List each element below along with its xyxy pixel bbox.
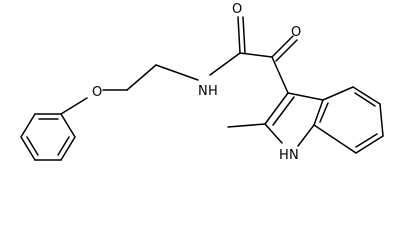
amide-h-label: H — [208, 84, 218, 99]
bond-c2-o2-double — [275, 39, 298, 62]
oxoacetamide — [209, 16, 298, 94]
bond-ph-o — [60, 97, 88, 115]
bond-n-c7a — [297, 124, 315, 147]
indole-benzo-ring — [313, 86, 384, 154]
ethyl-linker — [60, 64, 199, 115]
bond-c2-o2 — [271, 35, 294, 58]
atom-labels: O O O N H H N — [92, 2, 301, 163]
bond-ch2b-n — [155, 64, 199, 81]
bond-ph-double-3 — [26, 136, 39, 156]
bond-ph-double-2 — [57, 136, 70, 156]
bond-ph-3 — [60, 136, 76, 161]
bond-c3-c2i-double — [272, 96, 295, 126]
amide-n-label: N — [198, 84, 208, 99]
indole-n-label: N — [289, 148, 299, 163]
bond-bz-2 — [352, 86, 381, 105]
bond-methyl — [227, 123, 266, 128]
indole-pyrrole-ring — [227, 92, 324, 147]
bond-c2-c3 — [271, 56, 289, 94]
bond-c1-o1-double — [242, 16, 246, 54]
carbonyl-o1-label: O — [232, 2, 242, 17]
bond-c3-c2i — [264, 92, 289, 125]
bond-c3-c3a — [287, 92, 324, 101]
bond-bz-5 — [313, 124, 357, 154]
ether-o-label: O — [92, 85, 102, 100]
bond-bz-4 — [355, 135, 384, 154]
bond-c3a-c7a — [313, 99, 324, 126]
phenyl-ring — [20, 113, 76, 161]
structure-canvas: O O O N H H N — [20, 2, 384, 163]
bond-c1-o1 — [237, 16, 241, 54]
bond-ch2a-ch2b — [126, 64, 157, 91]
bond-ph-2 — [60, 113, 76, 138]
indole-h-label: H — [279, 148, 289, 163]
bond-n-c1 — [209, 52, 241, 76]
bond-bz-double-1 — [354, 92, 376, 107]
bond-bz-double-3 — [319, 102, 329, 123]
bond-bz-double-2 — [355, 133, 378, 148]
bond-bz-1 — [322, 86, 354, 101]
bond-c2i-n — [264, 123, 283, 144]
molecule-structure: O O O N H H N — [20, 2, 384, 163]
bond-c1-c2 — [239, 52, 273, 58]
bond-ph-6 — [20, 113, 36, 138]
bond-bz-3 — [379, 103, 384, 137]
bond-ph-5 — [20, 136, 36, 161]
carbonyl-o2-label: O — [291, 25, 301, 40]
